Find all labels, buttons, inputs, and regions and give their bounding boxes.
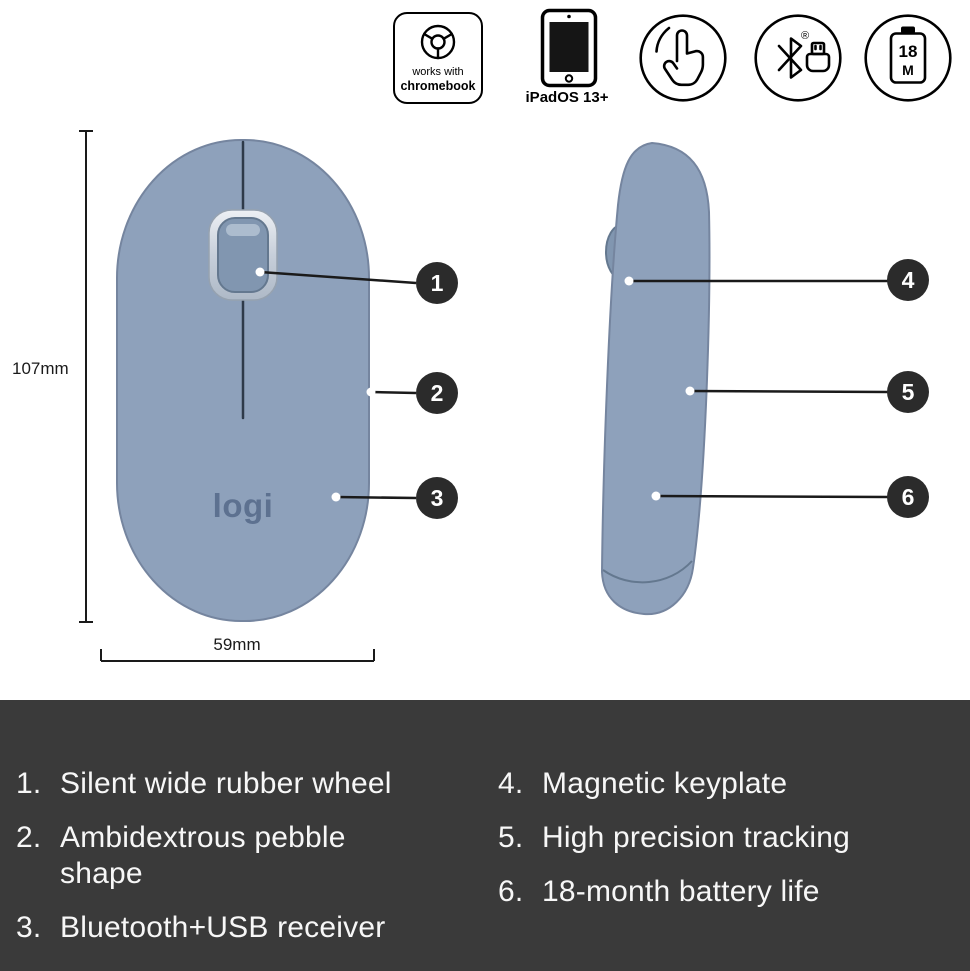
chrome-logo-icon: [420, 24, 456, 60]
callout-2: 2: [416, 372, 458, 414]
width-dimension-line: [100, 649, 375, 662]
feature-item-6: 6. 18-month battery life: [498, 874, 956, 910]
feature-number: 6.: [498, 875, 524, 908]
feature-number: 4.: [498, 767, 524, 800]
callout-line-3: [335, 495, 417, 500]
touch-gesture-icon: [639, 14, 727, 102]
feature-number: 1.: [16, 767, 42, 800]
ipad-icon: [540, 8, 598, 88]
battery-cap: [901, 26, 915, 34]
pointing-hand-icon: [662, 29, 705, 87]
height-dimension-label: 107mm: [12, 359, 69, 378]
feature-number: 5.: [498, 821, 524, 854]
usb-receiver-icon: [805, 41, 831, 73]
callout-line-6: [655, 494, 890, 499]
anchor-dot-3: [331, 492, 341, 502]
feature-list-right: 4. Magnetic keyplate 5. High precision t…: [498, 766, 956, 928]
callout-line-1: [259, 270, 417, 285]
callout-1: 1: [416, 262, 458, 304]
logi-logo: logi: [212, 487, 274, 524]
ipados-label: iPadOS 13+: [525, 89, 609, 106]
height-dimension-line: [79, 130, 93, 623]
callout-line-5: [689, 389, 890, 394]
anchor-dot-6: [651, 491, 661, 501]
feature-item-2: 2. Ambidextrous pebble shape: [16, 820, 464, 892]
badge-works-with-chromebook: works with chromebook: [393, 12, 483, 104]
bluetooth-icon: [777, 37, 803, 79]
feature-item-3: 3. Bluetooth+USB receiver: [16, 910, 464, 946]
feature-item-5: 5. High precision tracking: [498, 820, 956, 856]
anchor-dot-4: [624, 276, 634, 286]
feature-text: 18-month battery life: [542, 875, 820, 908]
callout-5: 5: [887, 371, 929, 413]
feature-text: Silent wide rubber wheel: [60, 767, 392, 800]
scroll-wheel-highlight: [226, 224, 260, 236]
feature-text: High precision tracking: [542, 821, 851, 854]
feature-number: 2.: [16, 821, 42, 854]
callout-6: 6: [887, 476, 929, 518]
base-seam: [602, 560, 693, 584]
width-dimension-label: 59mm: [213, 635, 261, 654]
battery-months-value: 18: [899, 42, 918, 61]
feature-number: 3.: [16, 911, 42, 944]
callout-lines: [255, 267, 890, 502]
registered-mark: ®: [801, 30, 809, 42]
feature-text: Bluetooth+USB receiver: [60, 911, 386, 944]
feature-text: Ambidextrous pebble shape: [60, 821, 346, 890]
badge-works-with-text: works with: [412, 66, 464, 78]
tap-swoosh-icon: [655, 26, 671, 53]
badge-chromebook-text: chromebook: [400, 79, 476, 93]
feature-list-left: 1. Silent wide rubber wheel 2. Ambidextr…: [16, 766, 464, 964]
scroll-wheel: [217, 217, 269, 293]
mouse-top-view: [116, 139, 370, 622]
anchor-dot-5: [685, 386, 695, 396]
callout-4: 4: [887, 259, 929, 301]
anchor-dot-2: [366, 387, 376, 397]
feature-text: Magnetic keyplate: [542, 767, 788, 800]
feature-item-1: 1. Silent wide rubber wheel: [16, 766, 464, 802]
battery-body: [889, 32, 927, 84]
anchor-dot-1: [255, 267, 265, 277]
feature-panel: 1. Silent wide rubber wheel 2. Ambidextr…: [0, 700, 970, 971]
battery-life-icon: 18 M: [864, 14, 952, 102]
bluetooth-usb-icon: ®: [754, 14, 842, 102]
product-diagram: [79, 130, 890, 662]
feature-item-4: 4. Magnetic keyplate: [498, 766, 956, 802]
mouse-side-view: [600, 141, 711, 616]
callout-3: 3: [416, 477, 458, 519]
battery-months-unit: M: [902, 62, 914, 78]
callout-line-2: [370, 390, 417, 395]
